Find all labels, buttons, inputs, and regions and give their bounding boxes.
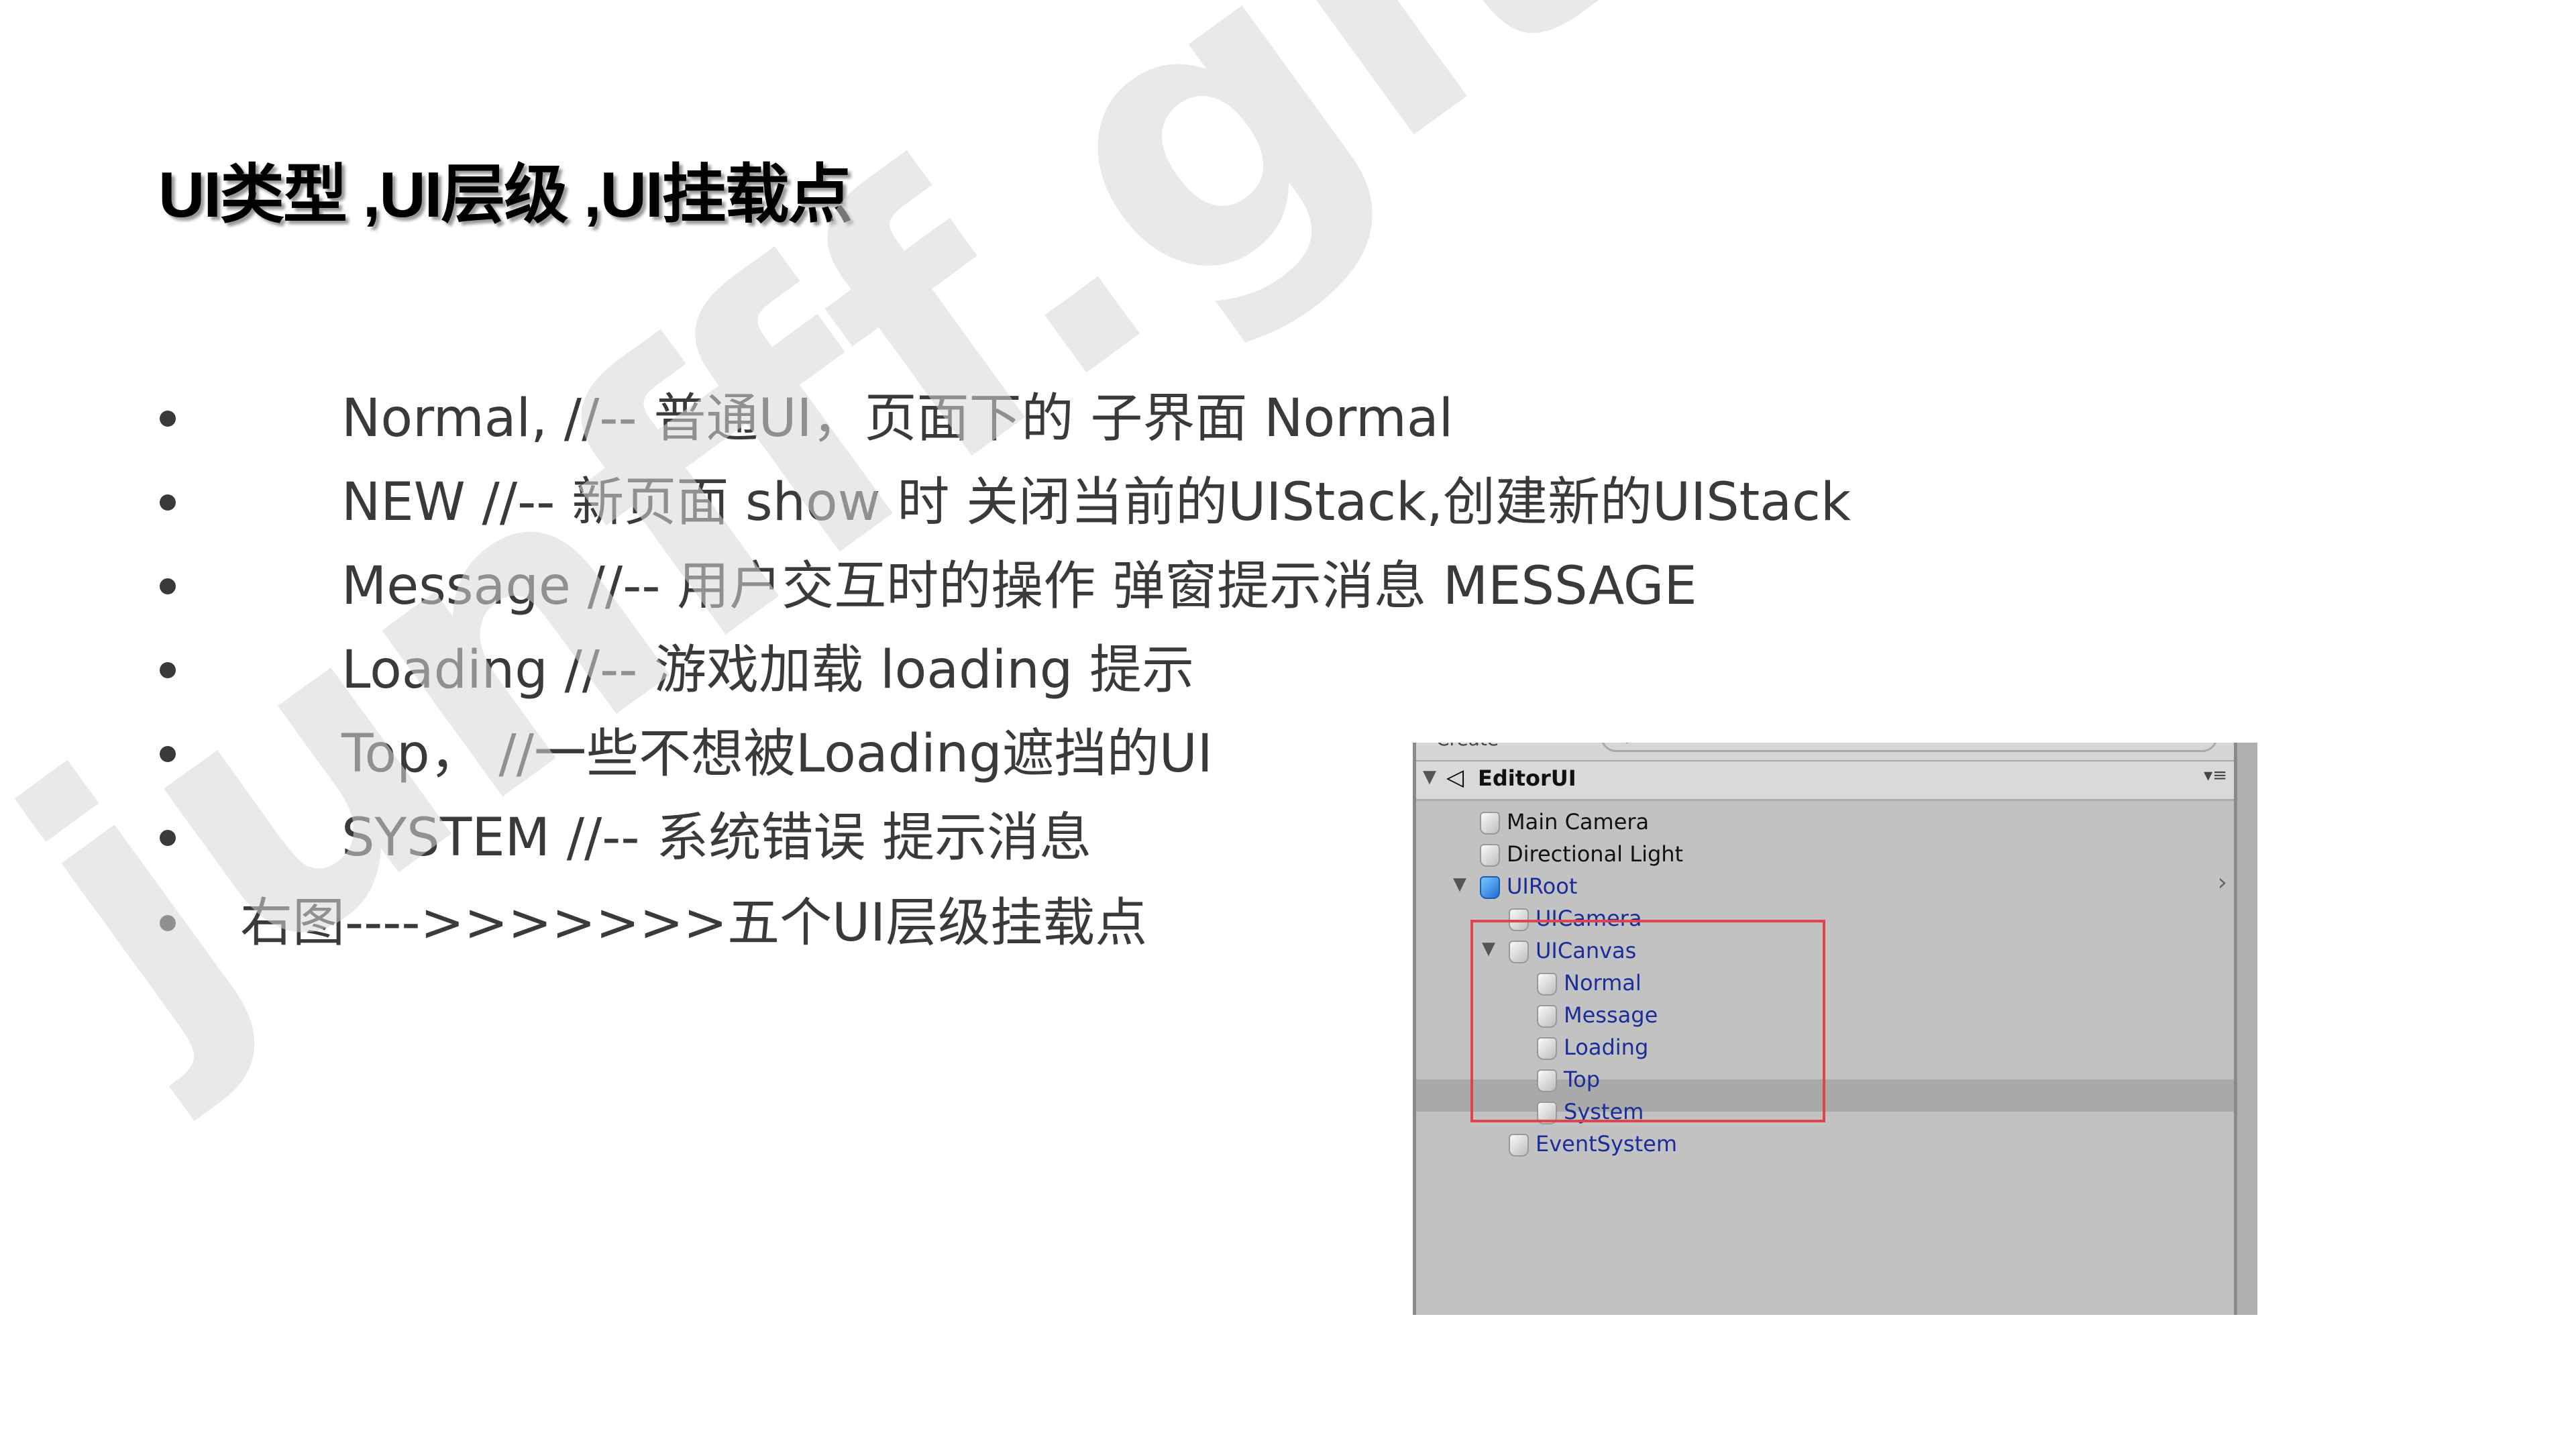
gameobject-icon — [1537, 1005, 1557, 1028]
bullet-message: Message //-- 用户交互时的操作 弹窗提示消息 MESSAGE — [341, 556, 1697, 617]
gameobject-icon — [1537, 1069, 1557, 1092]
search-input[interactable]: Q▾All — [1601, 743, 2218, 752]
highlight-box — [1470, 920, 1825, 1122]
hierarchy-item[interactable]: EventSystem — [1509, 1128, 1677, 1160]
hierarchy-item[interactable]: Main Camera — [1480, 806, 1649, 838]
expand-triangle-icon[interactable]: ▼ — [1423, 767, 1436, 787]
bullet-new: NEW //-- 新页面 show 时 关闭当前的UIStack,创建新的UIS… — [341, 472, 1851, 533]
slide-title: UI类型 ,UI层级 ,UI挂载点 — [158, 159, 853, 231]
gameobject-icon — [1509, 941, 1529, 963]
item-label: UIRoot — [1507, 873, 1578, 899]
gameobject-icon — [1480, 812, 1500, 835]
item-label: UICanvas — [1536, 938, 1637, 963]
hierarchy-item[interactable]: Message — [1537, 999, 1658, 1031]
scrollbar[interactable] — [2234, 743, 2257, 1315]
hierarchy-item[interactable]: Directional Light — [1480, 838, 1683, 870]
scene-header[interactable]: ▼ ◁ EditorUI ▾≡ — [1416, 761, 2257, 801]
gameobject-icon — [1537, 1037, 1557, 1060]
expand-triangle-icon[interactable]: ▼ — [1482, 939, 1495, 959]
hierarchy-item[interactable]: Normal — [1537, 967, 1642, 999]
bullet-top: Top， //一些不想被Loading遮挡的UI — [341, 724, 1213, 784]
bullet-dot — [160, 494, 176, 511]
bullet-dot — [160, 830, 176, 846]
item-label: Directional Light — [1507, 841, 1684, 867]
scene-name: EditorUI — [1478, 765, 1576, 791]
item-label: Loading — [1564, 1034, 1649, 1060]
item-label: Normal — [1564, 970, 1642, 996]
bullet-dot — [160, 662, 176, 678]
bullet-normal: Normal, //-- 普通UI，页面下的 子界面 Normal — [341, 388, 1454, 449]
bullet-dot — [160, 411, 176, 427]
expand-triangle-icon[interactable]: ▼ — [1453, 874, 1466, 894]
create-button[interactable]: Create — [1436, 743, 1499, 750]
hierarchy-item[interactable]: Loading — [1537, 1031, 1648, 1063]
bullet-dot — [160, 746, 176, 762]
gameobject-icon — [1480, 844, 1500, 867]
item-label: Main Camera — [1507, 809, 1650, 835]
bullet-system: SYSTEM //-- 系统错误 提示消息 — [341, 808, 1092, 868]
hierarchy-item[interactable]: UICanvas — [1509, 935, 1636, 967]
bullet-dot — [160, 915, 176, 931]
gameobject-icon — [1509, 1134, 1529, 1157]
bullet-right-figure: 右图---->>>>>>>五个UI层级挂载点 — [240, 893, 1148, 953]
hierarchy-item[interactable]: Top — [1537, 1063, 1600, 1096]
item-label: Message — [1564, 1002, 1658, 1028]
bullet-dot — [160, 578, 176, 594]
item-label: Top — [1564, 1067, 1600, 1092]
unity-hierarchy-panel: Create Q▾All ▼ ◁ EditorUI ▾≡ Main Camera… — [1413, 743, 2257, 1315]
unity-logo-icon: ◁ — [1446, 764, 1464, 791]
hierarchy-item[interactable]: UIRoot — [1480, 870, 1577, 902]
hierarchy-toolbar: Create Q▾All — [1416, 743, 2257, 762]
prefab-icon — [1480, 876, 1500, 899]
menu-icon[interactable]: ▾≡ — [2204, 765, 2227, 786]
hierarchy-item[interactable]: UICamera — [1509, 902, 1642, 935]
gameobject-icon — [1537, 973, 1557, 996]
chevron-right-icon[interactable]: › — [2217, 869, 2227, 896]
bullet-loading: Loading //-- 游戏加载 loading 提示 — [341, 640, 1195, 700]
item-label: EventSystem — [1536, 1131, 1677, 1157]
item-label: UICamera — [1536, 906, 1642, 931]
